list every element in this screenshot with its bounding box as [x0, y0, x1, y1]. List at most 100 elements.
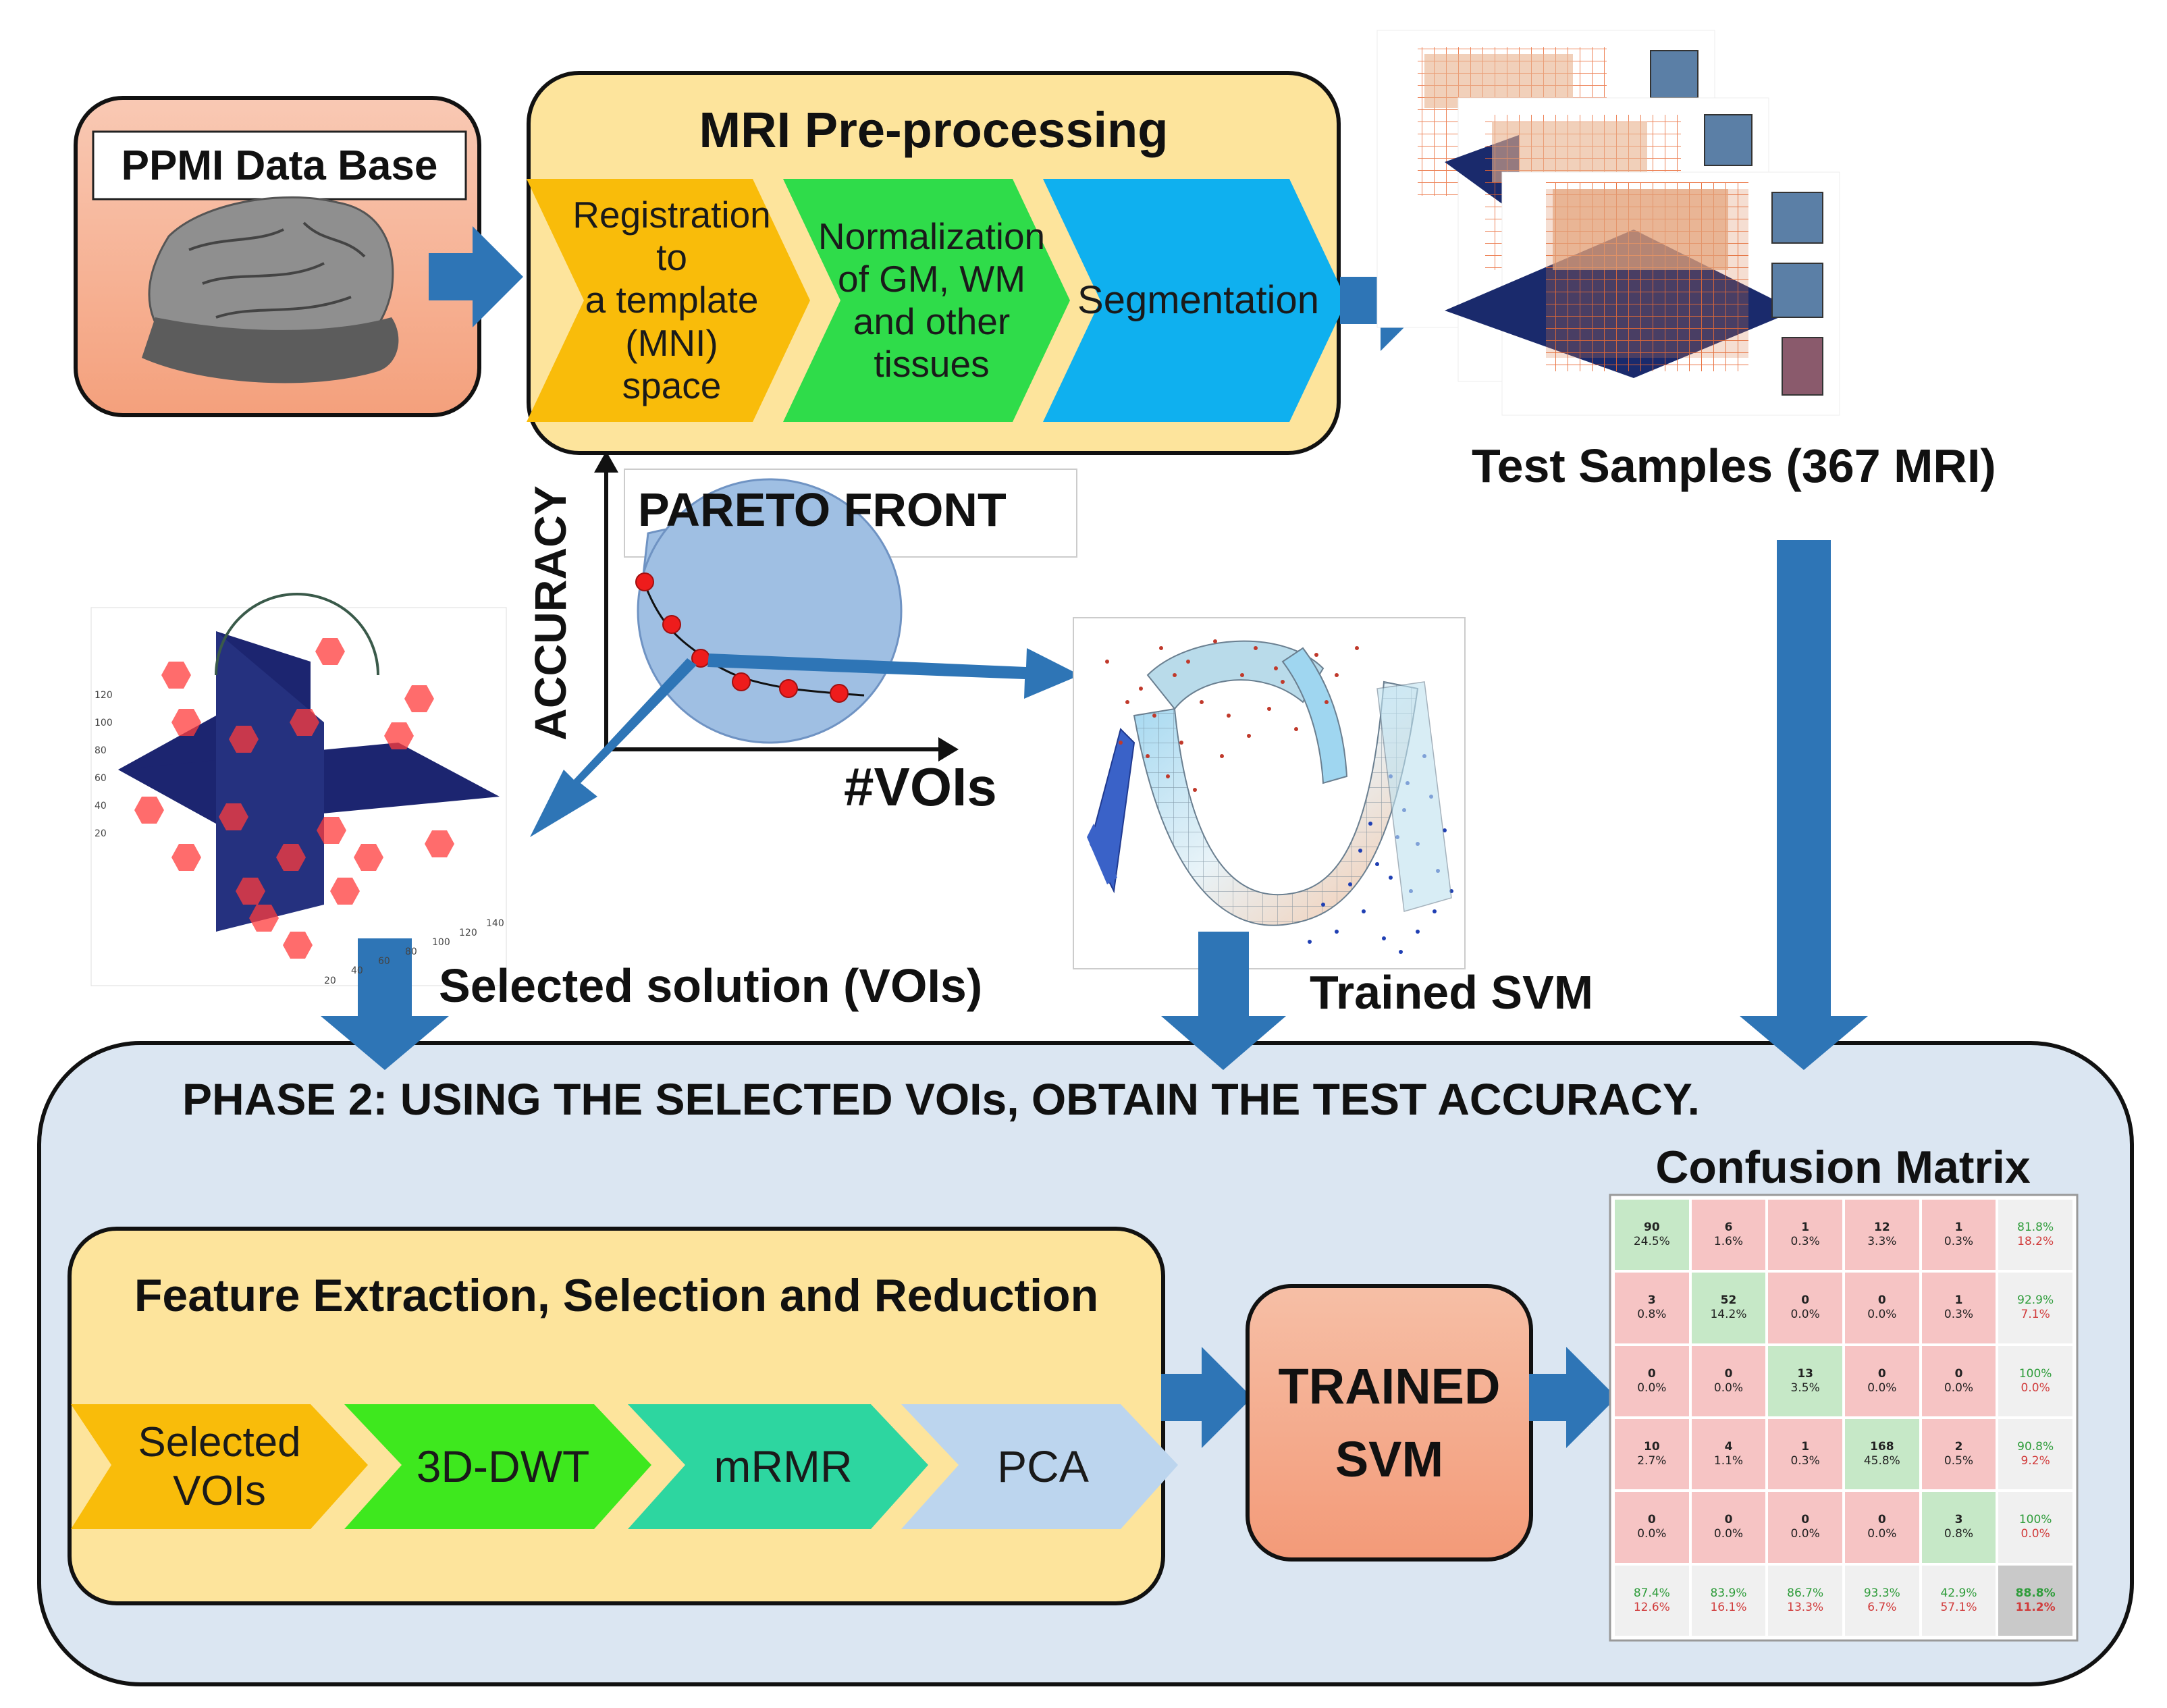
- cell-value: 0: [1647, 1366, 1656, 1381]
- cell-percent: 0.0%: [2021, 1527, 2050, 1541]
- confusion-matrix-cell: 86.7%13.3%: [1767, 1564, 1844, 1637]
- tick: 40: [95, 801, 107, 811]
- cell-percent: 0.0%: [1790, 1308, 1820, 1322]
- cell-percent: 7.1%: [2021, 1308, 2050, 1322]
- confusion-matrix-cell: 100%0.0%: [1997, 1344, 2074, 1418]
- cell-value: 168: [1870, 1439, 1894, 1453]
- cell-percent: 1.1%: [1713, 1454, 1744, 1468]
- cell-percent: 0.0%: [2021, 1381, 2050, 1395]
- step-registration: Registration to a template (MNI) space: [572, 182, 770, 419]
- step-normalization-l1: Normalization: [818, 215, 1046, 257]
- cell-percent: 1.6%: [1713, 1235, 1744, 1249]
- step-normalization: Normalization of GM, WM and other tissue…: [818, 182, 1045, 419]
- cell-value: 1: [1954, 1220, 1963, 1234]
- cell-percent: 0.0%: [1867, 1527, 1897, 1541]
- tick: 140: [486, 918, 504, 929]
- cell-percent: 18.2%: [2017, 1235, 2054, 1249]
- cell-value: 0: [1877, 1513, 1886, 1527]
- feature-step-selected-vois: Selected VOIs: [118, 1408, 321, 1526]
- feature-step-l1: 3D-DWT: [416, 1441, 590, 1491]
- cell-percent: 0.0%: [1867, 1381, 1897, 1395]
- cell-value: 0: [1724, 1366, 1733, 1381]
- arrow-pareto-to-vois: [530, 658, 697, 837]
- cell-percent: 0.8%: [1944, 1527, 1974, 1541]
- cell-value: 0: [1877, 1293, 1886, 1308]
- arrow-db-to-preproc: [429, 226, 523, 327]
- cell-percent: 0.3%: [1944, 1308, 1974, 1322]
- vois-image: [90, 593, 507, 986]
- arrow-svm-down: [1161, 932, 1286, 1070]
- cell-value: 42.9%: [1940, 1586, 1977, 1600]
- tick: 20: [324, 976, 336, 986]
- confusion-matrix-cell: 81.8%18.2%: [1997, 1198, 2074, 1272]
- cell-percent: 12.6%: [1633, 1600, 1670, 1614]
- tick: 120: [459, 928, 477, 938]
- cell-value: 1: [1801, 1220, 1810, 1234]
- cell-value: 0: [1954, 1366, 1963, 1381]
- cell-value: 92.9%: [2017, 1293, 2054, 1308]
- tick: 80: [405, 946, 417, 957]
- tick: 20: [95, 828, 107, 839]
- cell-percent: 6.7%: [1867, 1600, 1897, 1614]
- step-normalization-l3: and other: [853, 300, 1011, 342]
- tick: 80: [95, 745, 107, 756]
- cell-percent: 0.0%: [1713, 1381, 1744, 1395]
- cell-percent: 45.8%: [1863, 1454, 1900, 1468]
- trained-svm-box: [1246, 1284, 1533, 1562]
- step-segmentation-l1: Segmentation: [1077, 277, 1319, 322]
- feature-step-l1: mRMR: [714, 1441, 853, 1491]
- confusion-matrix-cell: 93.3%6.7%: [1844, 1564, 1921, 1637]
- step-registration-l1: Registration to: [572, 193, 771, 279]
- cell-percent: 0.0%: [1637, 1527, 1667, 1541]
- cell-percent: 24.5%: [1633, 1235, 1670, 1249]
- test-samples-label: Test Samples (367 MRI): [1472, 439, 1996, 492]
- arrow-vois-down: [321, 938, 449, 1070]
- cell-value: 86.7%: [1787, 1586, 1824, 1600]
- arrow-feature-to-svm: [1161, 1347, 1252, 1448]
- phase2-title: PHASE 2: USING THE SELECTED VOIs, OBTAIN…: [182, 1074, 1700, 1124]
- cell-value: 83.9%: [1710, 1586, 1747, 1600]
- cell-percent: 0.0%: [1944, 1381, 1974, 1395]
- cell-percent: 11.2%: [2015, 1600, 2056, 1614]
- cell-value: 0: [1801, 1293, 1810, 1308]
- trained-svm-l2: SVM: [1335, 1431, 1444, 1487]
- cell-value: 0: [1724, 1513, 1733, 1527]
- step-normalization-l2: of GM, WM: [837, 257, 1026, 300]
- cell-value: 4: [1724, 1439, 1733, 1453]
- confusion-matrix-cell: 90.8%9.2%: [1997, 1418, 2074, 1491]
- feature-step-l2: VOIs: [173, 1467, 266, 1514]
- cell-value: 100%: [2018, 1513, 2052, 1527]
- cell-percent: 0.3%: [1790, 1454, 1820, 1468]
- cell-percent: 0.3%: [1944, 1235, 1974, 1249]
- cell-percent: 57.1%: [1940, 1600, 1977, 1614]
- cell-percent: 0.3%: [1790, 1235, 1820, 1249]
- red-points: [1105, 639, 1359, 792]
- cell-value: 12: [1873, 1220, 1890, 1234]
- cell-percent: 2.7%: [1637, 1454, 1667, 1468]
- tick: 60: [378, 956, 390, 967]
- vois-label: Selected solution (VOIs): [439, 959, 983, 1012]
- tick: 40: [351, 965, 363, 976]
- cell-value: 0: [1801, 1513, 1810, 1527]
- cell-percent: 13.3%: [1787, 1600, 1824, 1614]
- tick: 100: [432, 937, 450, 948]
- cell-value: 52: [1720, 1293, 1737, 1308]
- confusion-matrix-title: Confusion Matrix: [1655, 1142, 2031, 1193]
- feature-step-l1: Selected: [138, 1419, 301, 1466]
